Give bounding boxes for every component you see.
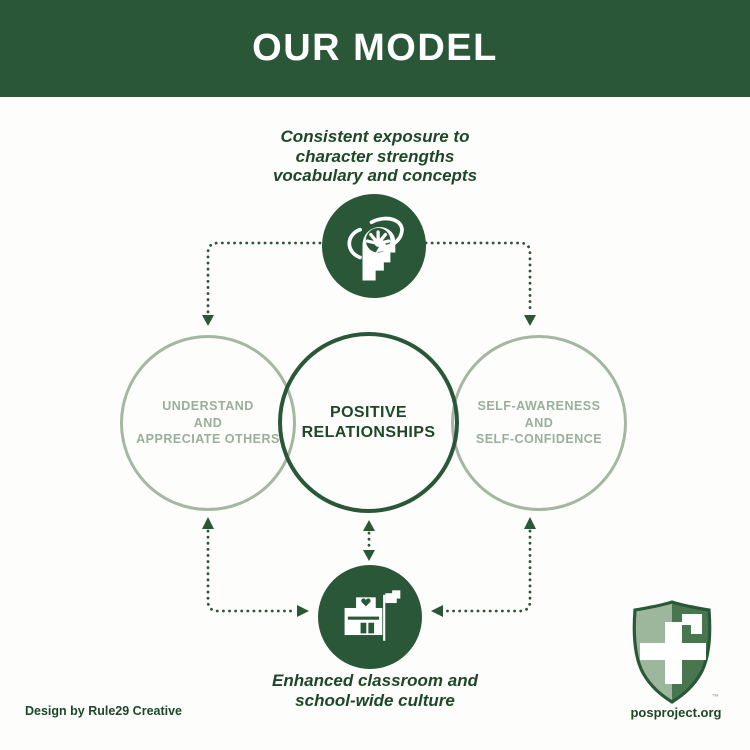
circle-label: UNDERSTAND AND APPRECIATE OTHERS [136,399,280,447]
design-credit: Design by Rule29 Creative [25,704,183,718]
top-caption: Consistent exposure to character strengt… [272,127,478,185]
circle-label: SELF-AWARENESS AND SELF-CONFIDENCE [475,399,603,447]
page-title: OUR MODEL [252,27,498,69]
circle-label: POSITIVE RELATIONSHIPS [301,403,436,441]
shield-icon [632,600,712,704]
circle-self-awareness-confidence: SELF-AWARENESS AND SELF-CONFIDENCE [451,335,627,511]
bottom-icon-circle [318,565,422,669]
top-icon-circle [322,194,426,298]
circle-understand-appreciate-others: UNDERSTAND AND APPRECIATE OTHERS [120,335,296,511]
bottom-caption: Enhanced classroom and school-wide cultu… [272,671,478,710]
website-link[interactable]: posproject.org [630,705,722,720]
trademark-symbol: ™ [712,694,719,701]
head-brain-growth-icon [347,216,404,281]
posproject-logo [623,596,721,706]
header-band: OUR MODEL [0,0,750,97]
school-building-flag-icon [344,590,401,641]
circle-positive-relationships: POSITIVE RELATIONSHIPS [278,332,459,513]
